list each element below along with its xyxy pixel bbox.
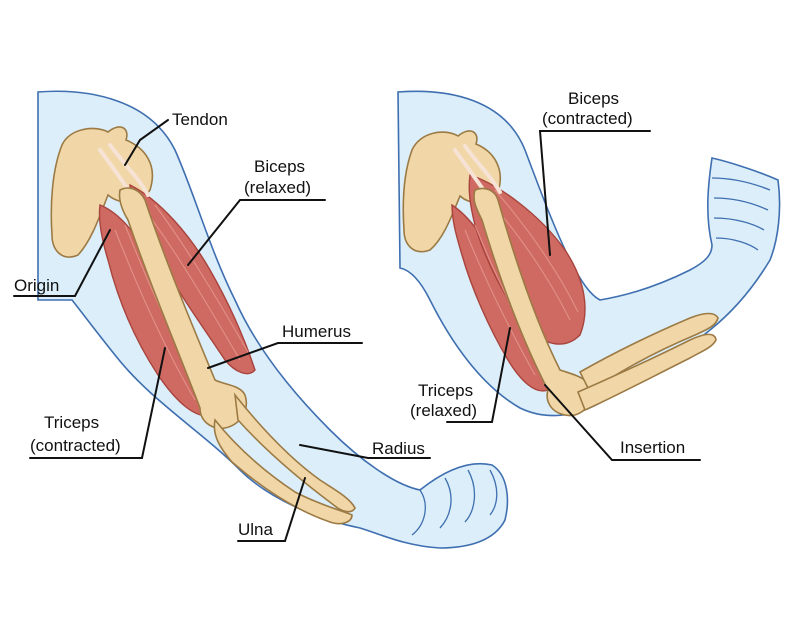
left-ulna-bone — [213, 418, 353, 525]
left-radius-bone — [233, 392, 356, 513]
label-biceps-relaxed: Biceps — [254, 157, 305, 176]
label-radius: Radius — [372, 439, 425, 458]
leader-humerus — [207, 342, 363, 369]
leader-triceps-contracted — [29, 347, 166, 459]
label-ulna: Ulna — [238, 520, 274, 539]
label-triceps-relaxed: Triceps — [418, 381, 473, 400]
leader-insertion — [544, 384, 701, 461]
left-biceps-fibers — [144, 204, 249, 361]
label-biceps-relaxed-state: (relaxed) — [244, 178, 311, 197]
right-humerus-bone — [473, 187, 593, 417]
right-fist-fingers — [711, 177, 771, 251]
leader-tendon — [124, 119, 169, 166]
label-insertion: Insertion — [620, 438, 685, 457]
right-radius-bone — [578, 312, 719, 394]
leader-biceps-contracted — [538, 130, 651, 256]
label-biceps-contracted-state: (contracted) — [542, 109, 633, 128]
left-arm-illustration — [37, 90, 509, 549]
label-tendon: Tendon — [172, 110, 228, 129]
label-triceps-contracted-state: (contracted) — [30, 436, 121, 455]
right-arm-illustration — [397, 90, 781, 417]
leader-triceps-relaxed — [446, 327, 511, 423]
leader-radius — [299, 444, 431, 459]
left-arm-labels: Tendon Biceps (relaxed) Origin Humerus T… — [13, 110, 431, 542]
right-ulna-bone — [576, 333, 717, 412]
label-triceps-relaxed-state: (relaxed) — [410, 401, 477, 420]
label-origin: Origin — [14, 276, 59, 295]
leader-ulna — [237, 477, 306, 542]
leader-origin — [13, 229, 111, 297]
leader-biceps-relaxed — [187, 199, 326, 266]
right-arm-labels: Biceps (contracted) Triceps (relaxed) In… — [410, 89, 701, 461]
label-triceps-contracted: Triceps — [44, 413, 99, 432]
label-biceps-contracted: Biceps — [568, 89, 619, 108]
left-fist-fingers — [411, 469, 498, 536]
label-humerus: Humerus — [282, 322, 351, 341]
